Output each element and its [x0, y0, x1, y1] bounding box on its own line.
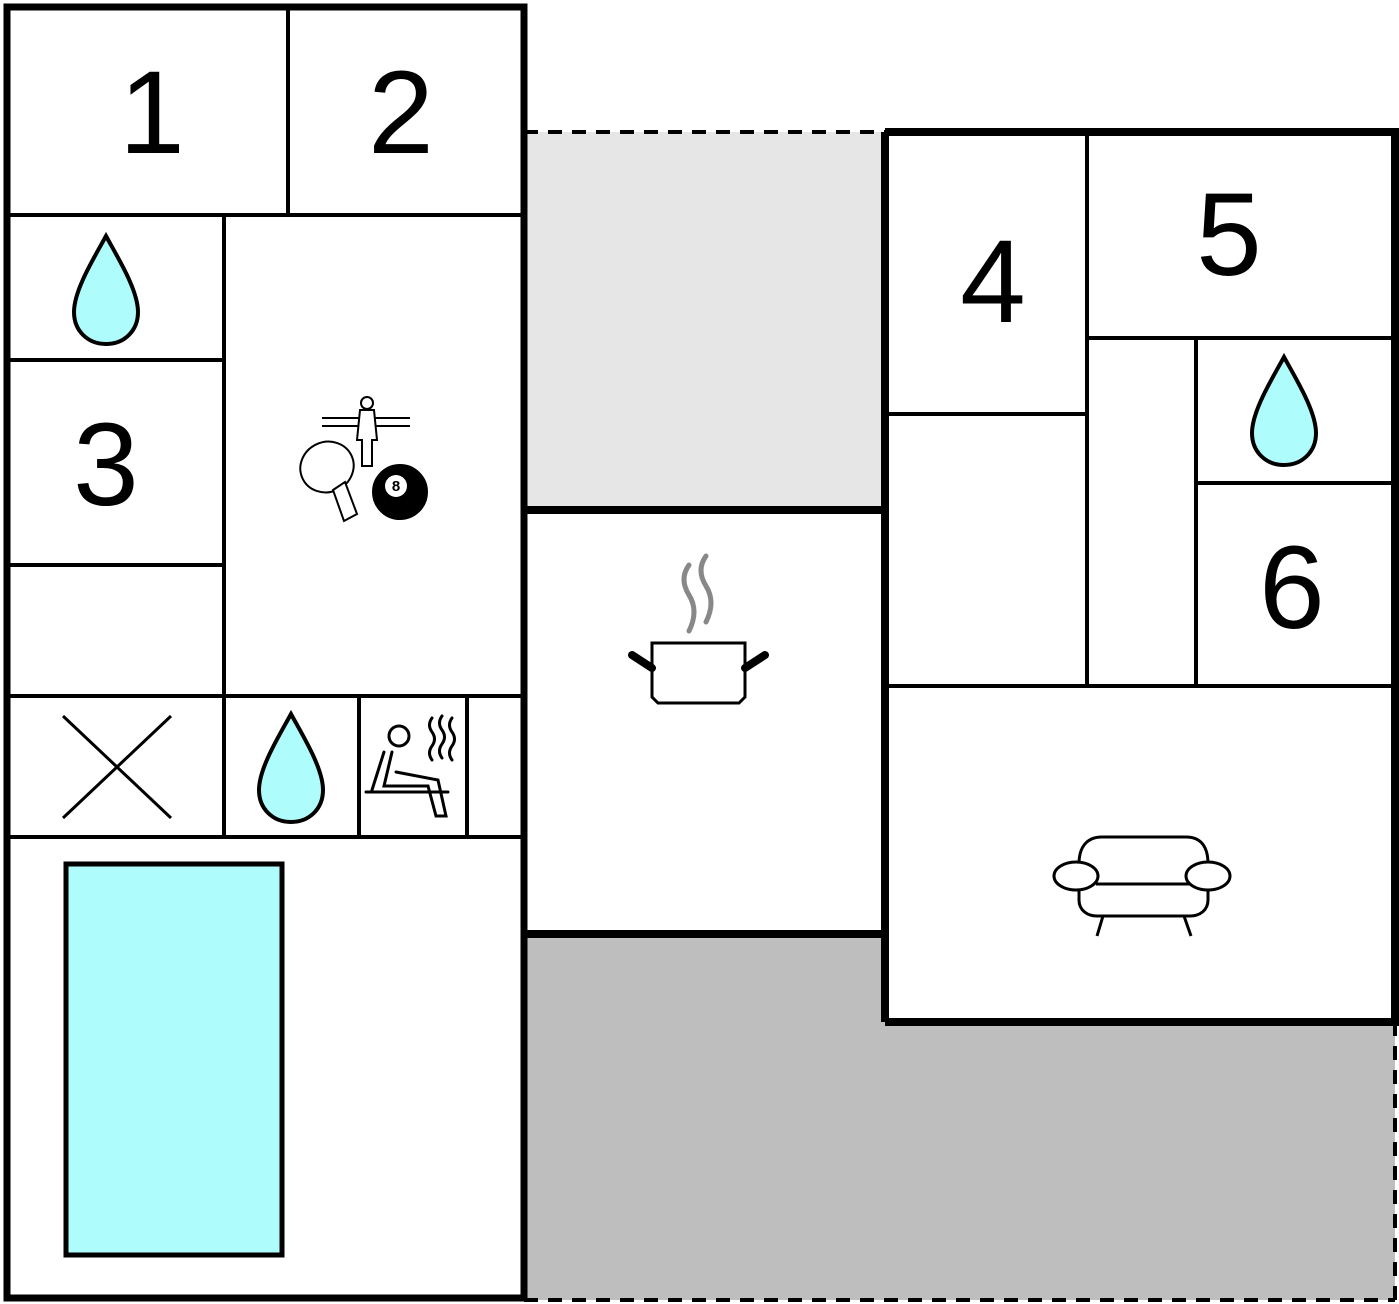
sauna-icon: [364, 714, 456, 818]
kitchen-pot-icon: [628, 553, 769, 705]
room-2-number: 2: [368, 47, 434, 179]
pool-icon: [63, 861, 285, 1258]
water-drop-icon: [256, 709, 326, 825]
billiard-ball-number: 8: [392, 478, 400, 495]
closed-area-x-icon: [61, 714, 173, 820]
room-6-number: 6: [1259, 522, 1325, 654]
right-building: [885, 128, 1399, 1026]
room-3-number: 3: [73, 399, 139, 531]
ping-pong-paddle-icon: [299, 440, 359, 523]
room-4-number: 4: [960, 216, 1026, 348]
covered-area: [524, 132, 885, 510]
room-5-number: 5: [1196, 169, 1262, 301]
left-building: [3, 3, 528, 1302]
open-area-outline: [524, 130, 1397, 1302]
water-drop-icon: [71, 231, 141, 347]
terrace-area: [524, 934, 1395, 1300]
room-1-number: 1: [119, 47, 185, 179]
sofa-icon: [1052, 835, 1232, 937]
games-room-icon: [299, 396, 428, 523]
water-drop-icon: [1249, 352, 1319, 468]
billiard-ball-icon: [372, 464, 428, 520]
kitchen-block: [524, 132, 889, 1022]
